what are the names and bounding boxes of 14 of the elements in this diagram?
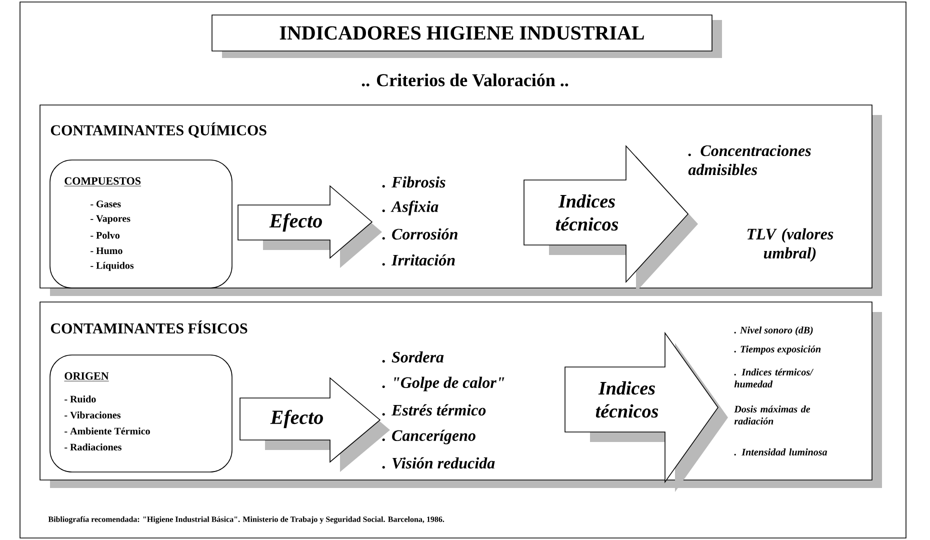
list-item: . Sordera	[382, 351, 444, 363]
list-item: . Irritación	[382, 254, 455, 266]
title-box: INDICADORES HIGIENE INDUSTRIAL	[212, 14, 722, 58]
list-item: . Tiempos exposición	[734, 345, 821, 355]
list-item: . Indices térmicos/ humedad	[734, 368, 814, 388]
rounded-box: COMPUESTOS - Gases - Vapores - Polvo - Humo - Líquidos	[50, 160, 232, 288]
subtitle: .. Criterios de Valoración ..	[362, 74, 568, 86]
list-item: . Nivel sonoro (dB)	[734, 326, 813, 336]
list-item: Dosis máximas de radiación	[734, 405, 810, 425]
list-item: . Fibrosis	[382, 176, 446, 188]
reference-note: Bibliografía recomendada: "Higiene Industrial Básica". Ministerio de Trabajo y Seguridad Social. Barcelona, 1986.	[48, 516, 444, 524]
list-item: TLV (valores umbral)	[747, 228, 834, 262]
list-item: . Intensidad luminosa	[734, 448, 828, 456]
rounded-box: ORIGEN - Ruido - Vibraciones - Ambiente Térmico - Radiaciones	[50, 354, 232, 472]
